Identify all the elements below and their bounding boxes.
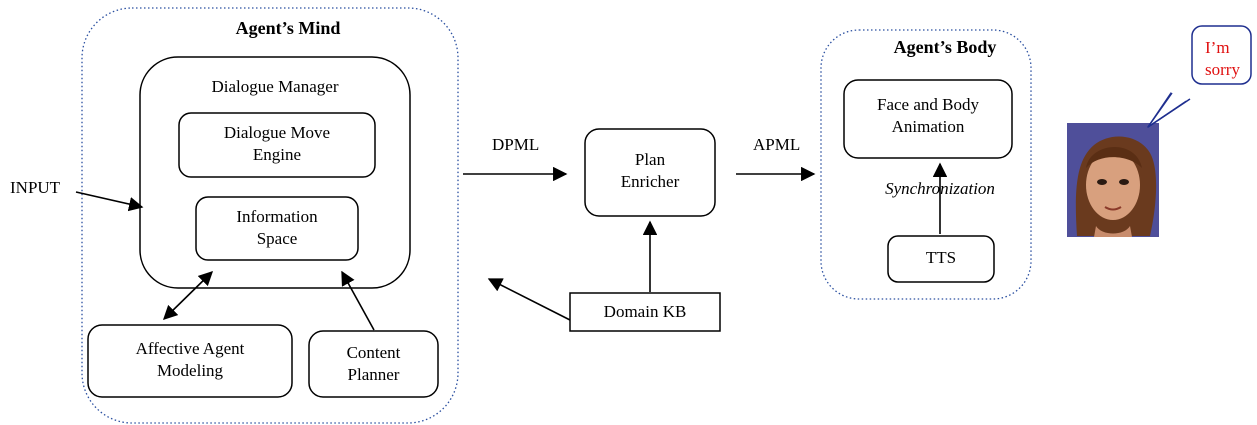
agents-mind-title: Agent’s Mind xyxy=(235,18,341,38)
face-body-animation-label: Face and Body Animation xyxy=(877,95,979,136)
input-label: INPUT xyxy=(10,178,61,197)
apml-label: APML xyxy=(753,135,801,154)
plan-enricher-box xyxy=(584,128,716,217)
speech-bubble-text: I’m sorry xyxy=(1205,38,1240,79)
avatar-face-icon xyxy=(1067,123,1159,237)
affective-agent-modeling-box xyxy=(87,324,293,398)
affective-info-arrow xyxy=(162,270,214,321)
dialogue-manager-label: Dialogue Manager xyxy=(211,77,339,96)
synchronization-label: Synchronization xyxy=(885,179,995,198)
dialogue-move-engine-label: Dialogue Move Engine xyxy=(223,123,331,164)
domain-kb-box xyxy=(569,292,721,332)
tts-box xyxy=(887,235,995,283)
input-arrow xyxy=(75,191,144,212)
information-space-label: Information Space xyxy=(236,207,318,248)
planner-to-manager-arrow xyxy=(341,270,375,331)
information-space-box xyxy=(195,196,359,261)
plan-enricher-label: Plan Enricher xyxy=(620,150,680,191)
affective-agent-modeling-label: Affective Agent Modeling xyxy=(135,339,245,380)
speech-bubble xyxy=(1147,25,1252,128)
tts-label: TTS xyxy=(925,248,957,267)
dpml-label: DPML xyxy=(492,135,540,154)
face-body-animation-box xyxy=(843,79,1013,159)
content-planner-box xyxy=(308,330,439,398)
domain-kb-label: Domain KB xyxy=(603,302,687,321)
content-planner-label: Content Planner xyxy=(346,343,401,384)
agents-body-container xyxy=(820,29,1032,300)
agents-body-title: Agent’s Body xyxy=(893,37,997,57)
dialogue-move-engine-box xyxy=(178,112,376,178)
kb-to-mind-arrow xyxy=(487,278,571,321)
